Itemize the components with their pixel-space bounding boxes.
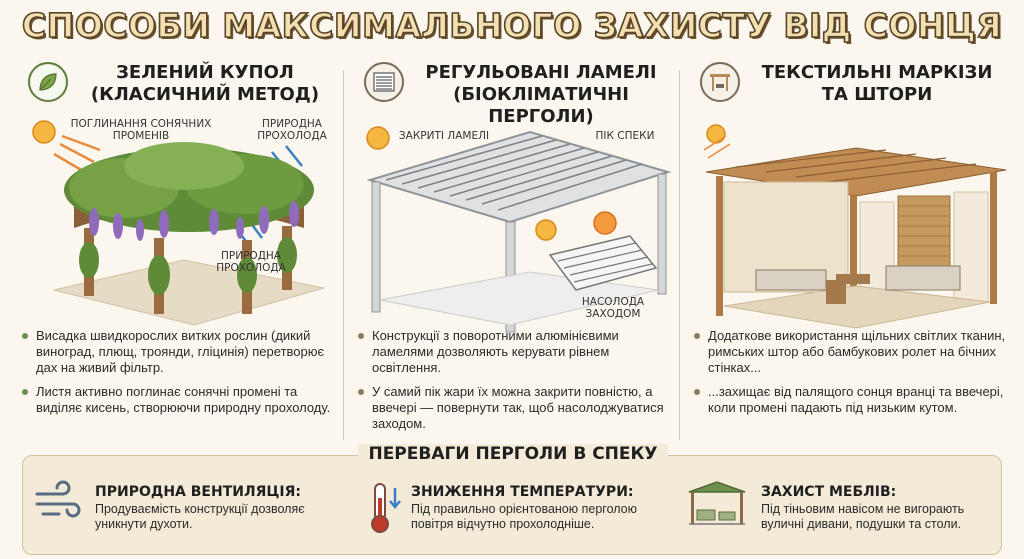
louver-pergola-illustration: ЗАКРИТІ ЛАМЕЛІ ПІК СПЕКИ НАСОЛОДА ЗАХОДО… <box>350 110 680 335</box>
benefit-title: ЗАХИСТ МЕБЛІВ: <box>761 484 897 500</box>
column-divider <box>679 70 680 440</box>
label-heat-peak: ПІК СПЕКИ <box>595 130 655 142</box>
column-adjustable-louvers: РЕГУЛЬОВАНІ ЛАМЕЛІ (БІОКЛІМАТИЧНІ ПЕРГОЛ… <box>350 58 680 448</box>
benefit-text: Продуваємість конструкції дозволяє уникн… <box>95 502 305 531</box>
benefit-title: ПРИРОДНА ВЕНТИЛЯЦІЯ: <box>95 484 301 500</box>
louvers-icon <box>364 62 404 102</box>
column-heading: ТЕКСТИЛЬНІ МАРКІЗИ ТА ШТОРИ <box>761 62 993 105</box>
furniture-icon <box>688 481 746 525</box>
benefit-furniture: ЗАХИСТ МЕБЛІВ: Під тіньовим навісом не в… <box>685 478 1001 548</box>
leaf-icon <box>28 62 68 102</box>
thermometer-icon <box>371 483 401 533</box>
benefit-title: ЗНИЖЕННЯ ТЕМПЕРАТУРИ: <box>411 484 634 500</box>
column-heading: РЕГУЛЬОВАНІ ЛАМЕЛІ (БІОКЛІМАТИЧНІ ПЕРГОЛ… <box>425 62 657 127</box>
green-dome-illustration: ПОГЛИНАННЯ СОНЯЧНИХ ПРОМЕНІВ ПРИРОДНА ПР… <box>14 110 344 335</box>
benefit-ventilation: ПРИРОДНА ВЕНТИЛЯЦІЯ: Продуваємість конст… <box>33 478 353 548</box>
bullet-list: Додаткове використання щільних світлих т… <box>686 328 1016 424</box>
benefit-text: Під правильно орієнтованою перголою пові… <box>411 502 638 531</box>
list-item: У самий пік жари їх можна закрити повніс… <box>350 384 680 432</box>
page-title: СПОСОБИ МАКСИМАЛЬНОГО ЗАХИСТУ ВІД СОНЦЯ <box>21 5 1003 46</box>
benefits-panel: ПЕРЕВАГИ ПЕРГОЛИ В СПЕКУ ПРИРОДНА ВЕНТИЛ… <box>22 444 1002 555</box>
list-item: Конструкції з поворотними алюмінієвими л… <box>350 328 680 376</box>
list-item: Додаткове використання щільних світлих т… <box>686 328 1016 376</box>
column-divider <box>343 70 344 440</box>
column-heading: ЗЕЛЕНИЙ КУПОЛ (КЛАСИЧНИЙ МЕТОД) <box>90 62 320 105</box>
wind-icon <box>35 480 81 518</box>
list-item: ...захищає від палящого сонця вранці та … <box>686 384 1016 416</box>
label-natural-cool-top: ПРИРОДНА ПРОХОЛОДА <box>257 118 327 142</box>
bullet-list: Конструкції з поворотними алюмінієвими л… <box>350 328 680 440</box>
label-natural-cool-bottom: ПРИРОДНА ПРОХОЛОДА <box>216 250 286 274</box>
column-textile-awnings: ТЕКСТИЛЬНІ МАРКІЗИ ТА ШТОРИ <box>686 58 1016 448</box>
textile-pergola-illustration <box>686 110 1016 335</box>
list-item: Листя активно поглинає сонячні промені т… <box>14 384 344 416</box>
benefits-title: ПЕРЕВАГИ ПЕРГОЛИ В СПЕКУ <box>358 444 668 464</box>
label-enjoy-sunset: НАСОЛОДА ЗАХОДОМ <box>581 296 645 320</box>
label-absorb: ПОГЛИНАННЯ СОНЯЧНИХ ПРОМЕНІВ <box>70 118 212 142</box>
benefit-text: Під тіньовим навісом не вигорають вуличн… <box>761 502 965 531</box>
column-green-dome: ЗЕЛЕНИЙ КУПОЛ (КЛАСИЧНИЙ МЕТОД) <box>14 58 344 448</box>
pergola-icon <box>700 62 740 102</box>
label-closed-louvers: ЗАКРИТІ ЛАМЕЛІ <box>398 130 490 142</box>
bullet-list: Висадка швидкорослих витких рослин (дики… <box>14 328 344 424</box>
list-item: Висадка швидкорослих витких рослин (дики… <box>14 328 344 376</box>
benefit-temperature: ЗНИЖЕННЯ ТЕМПЕРАТУРИ: Під правильно оріє… <box>363 478 683 548</box>
